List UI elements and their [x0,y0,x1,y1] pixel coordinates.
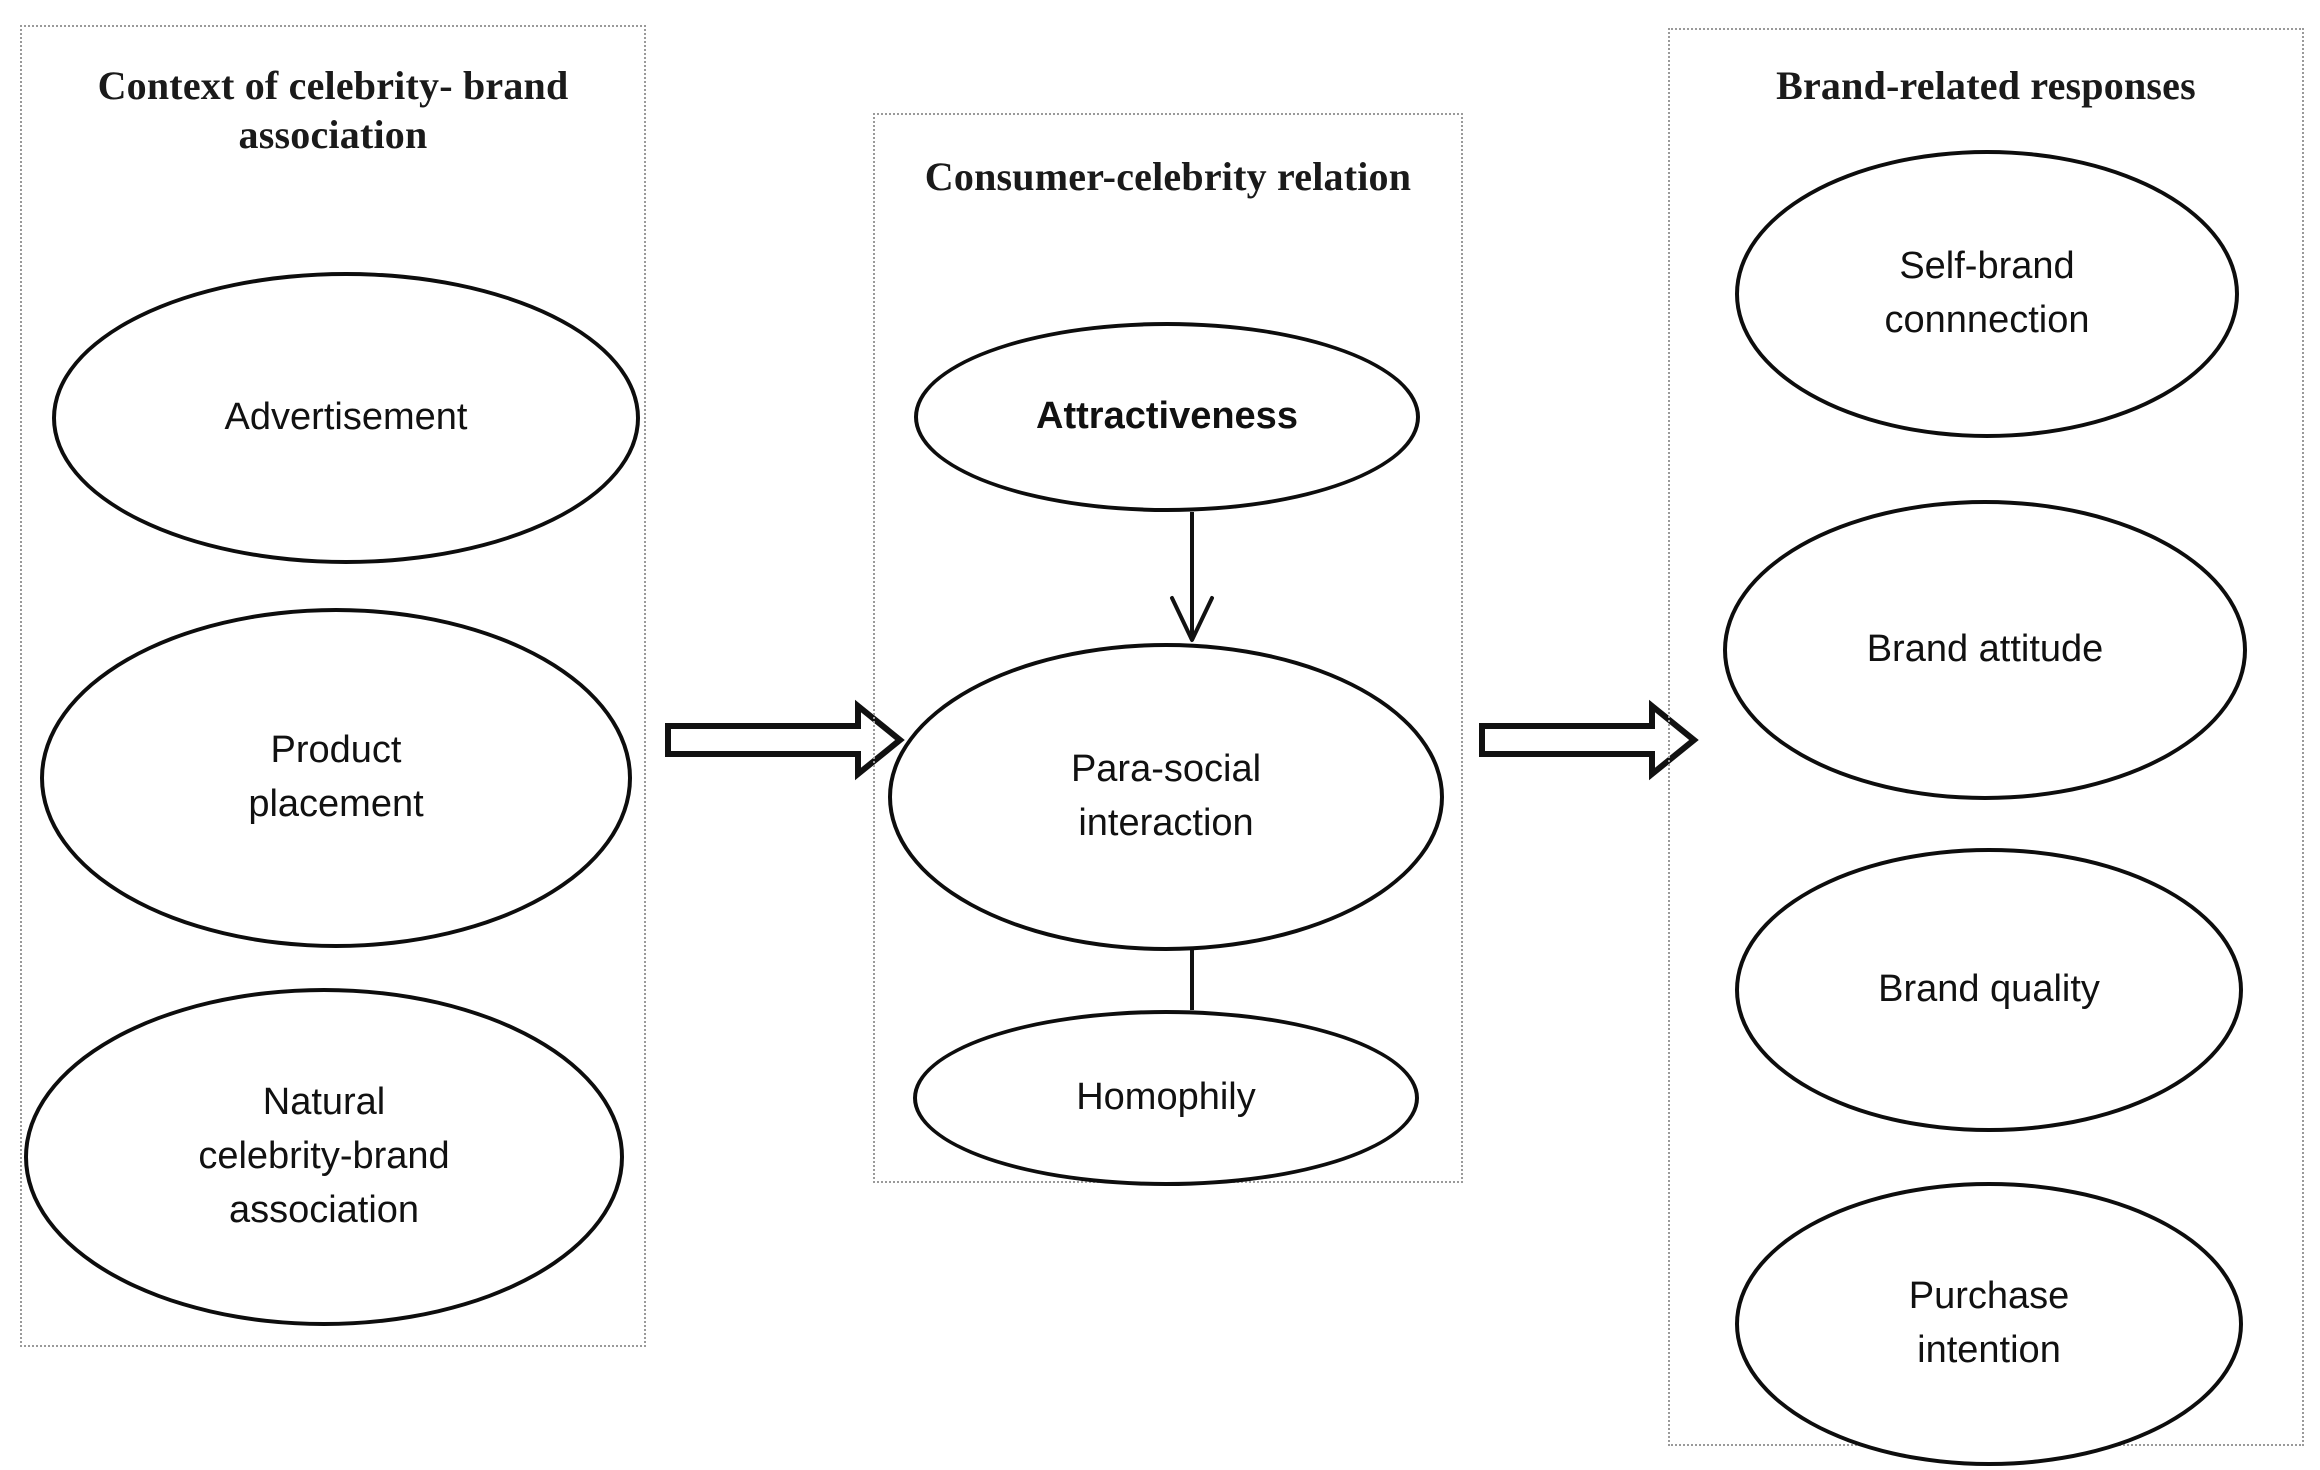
node-product-placement[interactable]: Product placement [40,608,632,948]
panel-title-relation: Consumer-celebrity relation [924,154,1412,199]
node-label-para-social-interaction: Para-social interaction [1070,748,1262,844]
node-natural-celebrity-brand-association[interactable]: Natural celebrity-brand association [24,988,624,1326]
connector-context-to-relation [665,699,905,781]
node-label-homophily: Homophily [1076,1076,1256,1119]
node-self-brand-connection[interactable]: Self-brand connnection [1735,150,2239,438]
node-brand-quality[interactable]: Brand quality [1735,848,2243,1132]
node-label-advertisement: Advertisement [224,396,468,439]
panel-context-of-celebrity-brand-association: Context of celebrity- brand association [20,25,646,1347]
node-advertisement[interactable]: Advertisement [52,272,640,564]
node-label-purchase-intention: Purchase intention [1908,1275,2070,1371]
panel-title-responses: Brand-related responses [1776,63,2196,108]
node-attractiveness[interactable]: Attractiveness [914,322,1420,512]
node-purchase-intention[interactable]: Purchase intention [1735,1182,2243,1466]
node-homophily[interactable]: Homophily [913,1010,1419,1186]
node-brand-attitude[interactable]: Brand attitude [1723,500,2247,800]
node-label-product-placement: Product placement [248,729,424,825]
node-para-social-interaction[interactable]: Para-social interaction [888,643,1444,951]
node-label-brand-quality: Brand quality [1878,968,2100,1011]
connector-relation-to-responses [1479,699,1699,781]
node-label-attractiveness: Attractiveness [1036,395,1298,438]
panel-title-context: Context of celebrity- brand association [97,63,569,157]
node-label-self-brand-connection: Self-brand connnection [1884,245,2090,341]
node-label-brand-attitude: Brand attitude [1866,628,2104,671]
node-label-natural-association: Natural celebrity-brand association [198,1081,450,1231]
panel-brand-related-responses: Brand-related responses [1668,28,2304,1446]
